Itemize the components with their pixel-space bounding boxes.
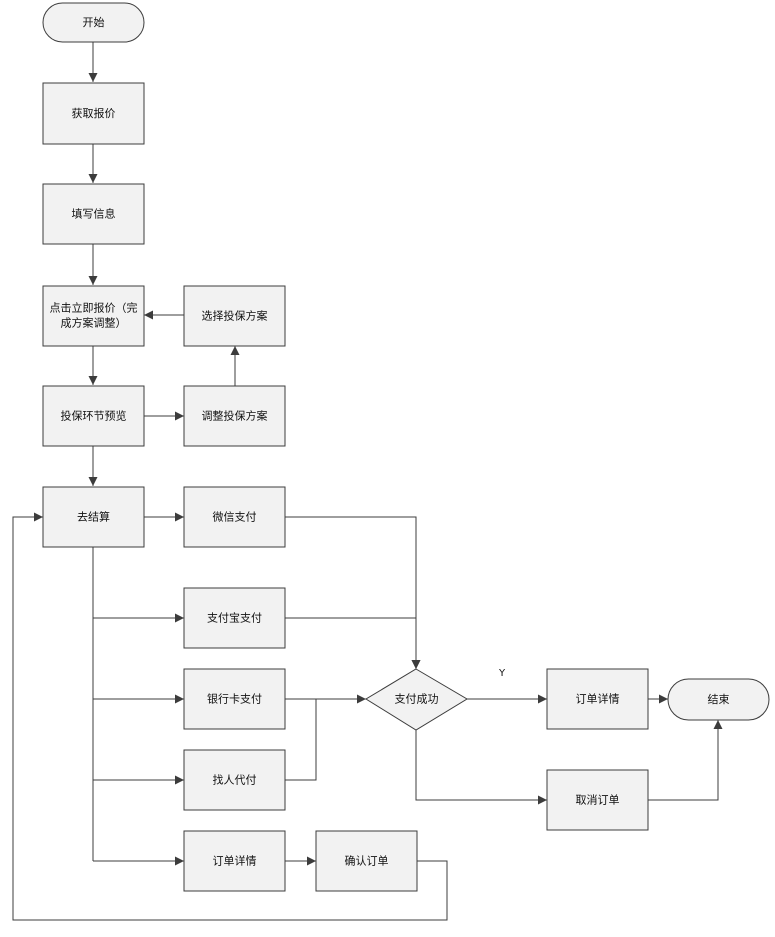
node-bank-card-pay-label: 银行卡支付 — [207, 692, 262, 706]
node-fill-info-label: 填写信息 — [72, 207, 116, 221]
node-payment-success: 支付成功 — [365, 668, 468, 731]
node-alipay-shape — [183, 587, 286, 649]
node-end-shape — [667, 678, 770, 721]
node-select-plan-shape — [183, 285, 286, 347]
node-quote-now-label-line1: 点击立即报价（完 — [50, 301, 138, 315]
node-quote-now: 点击立即报价（完 成方案调整） — [42, 285, 145, 347]
node-fill-info: 填写信息 — [42, 183, 145, 245]
node-alipay: 支付宝支付 — [183, 587, 286, 649]
node-proxy-pay-shape — [183, 749, 286, 811]
node-get-quote-label: 获取报价 — [72, 106, 116, 120]
node-wechat-pay-shape — [183, 486, 286, 548]
node-cancel-order-shape — [546, 769, 649, 831]
node-wechat-pay-label: 微信支付 — [213, 510, 257, 524]
node-quote-now-shape — [42, 285, 145, 347]
node-start: 开始 — [42, 2, 145, 43]
node-select-plan-label: 选择投保方案 — [202, 309, 268, 323]
node-quote-now-label-line2: 成方案调整） — [61, 316, 127, 330]
node-cancel-order: 取消订单 — [546, 769, 649, 831]
node-order-details-right-shape — [546, 668, 649, 730]
node-order-details-bottom-shape — [183, 830, 286, 892]
edge-payment-success-to-cancel-order — [415, 730, 547, 805]
node-wechat-pay: 微信支付 — [183, 486, 286, 548]
node-order-details-right-label: 订单详情 — [576, 692, 620, 706]
node-fill-info-shape — [42, 183, 145, 245]
edge-proxy-pay-to-payment-success — [285, 699, 317, 781]
edges — [12, 42, 723, 921]
edge-wechat-pay-to-payment-success — [285, 516, 421, 669]
edge-confirm-order-loop-back-to-checkout — [12, 512, 448, 921]
node-confirm-order-label: 确认订单 — [345, 855, 389, 868]
node-proxy-pay-label: 找人代付 — [213, 773, 257, 787]
node-preview: 投保环节预览 — [42, 385, 145, 447]
node-adjust-plan-shape — [183, 385, 286, 447]
edge-cancel-order-to-end — [648, 720, 723, 801]
node-bank-card-pay: 银行卡支付 — [183, 668, 286, 730]
node-order-details-right: 订单详情 — [546, 668, 649, 730]
edge-label-yes: Y — [498, 668, 506, 679]
node-confirm-order-shape — [315, 830, 418, 892]
edge-alipay-to-payment-success — [285, 617, 421, 669]
node-payment-success-shape — [365, 668, 468, 731]
node-order-details-bottom: 订单详情 — [183, 830, 286, 892]
node-checkout-shape — [42, 486, 145, 548]
node-order-details-bottom-label: 订单详情 — [213, 854, 257, 868]
node-preview-label: 投保环节预览 — [61, 409, 127, 423]
node-select-plan: 选择投保方案 — [183, 285, 286, 347]
node-preview-shape — [42, 385, 145, 447]
node-end-label: 结束 — [708, 693, 730, 706]
node-checkout-label: 去结算 — [77, 510, 110, 524]
node-start-label: 开始 — [83, 15, 105, 29]
node-get-quote-shape — [42, 82, 145, 145]
node-payment-success-label: 支付成功 — [395, 693, 439, 706]
node-end: 结束 — [667, 678, 770, 721]
node-start-shape — [42, 2, 145, 43]
node-checkout: 去结算 — [42, 486, 145, 548]
node-adjust-plan: 调整投保方案 — [183, 385, 286, 447]
node-adjust-plan-label: 调整投保方案 — [202, 409, 268, 423]
node-confirm-order: 确认订单 — [315, 830, 418, 892]
node-bank-card-pay-shape — [183, 668, 286, 730]
node-cancel-order-label: 取消订单 — [576, 793, 620, 807]
node-proxy-pay: 找人代付 — [183, 749, 286, 811]
node-get-quote: 获取报价 — [42, 82, 145, 145]
node-alipay-label: 支付宝支付 — [207, 611, 262, 625]
